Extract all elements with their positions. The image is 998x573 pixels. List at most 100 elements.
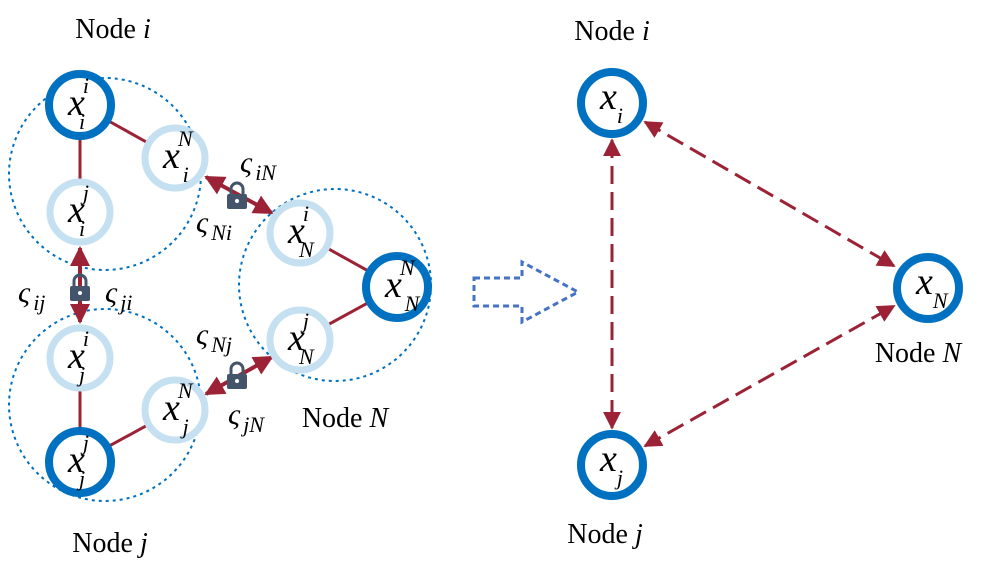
var-subscript: j bbox=[614, 465, 623, 490]
sigma-symbol: ς bbox=[18, 276, 31, 309]
var-base: x bbox=[162, 387, 180, 429]
sigma-symbol: ς bbox=[105, 276, 118, 309]
lock-shackle bbox=[229, 361, 245, 374]
node-circle-N bbox=[893, 253, 963, 323]
sigma-subscript: Ni bbox=[210, 220, 232, 245]
var-superscript: N bbox=[399, 255, 416, 280]
lock-keyhole bbox=[235, 379, 239, 383]
lock-icon bbox=[227, 361, 247, 389]
sigma-subscript: iN bbox=[255, 160, 277, 185]
hollow-dashed-right-arrow-icon bbox=[472, 259, 582, 325]
lock-keyhole bbox=[78, 291, 82, 295]
node-label-text: Node bbox=[875, 338, 943, 369]
node-label-var: N bbox=[941, 338, 962, 369]
var-base: x bbox=[162, 135, 180, 177]
node-label-var: j bbox=[632, 519, 643, 550]
var-superscript: i bbox=[83, 73, 89, 98]
node-label-var: N bbox=[368, 403, 389, 434]
lock-icon bbox=[70, 273, 90, 301]
node-label-text: Node bbox=[72, 528, 140, 559]
var-base: x bbox=[67, 439, 85, 481]
sigma-symbol: ς bbox=[196, 206, 209, 239]
var-subscript: i bbox=[183, 162, 189, 187]
sigma-symbol: ς bbox=[196, 318, 209, 351]
var-subscript: j bbox=[180, 414, 189, 439]
agent-circle-i-N bbox=[141, 124, 209, 192]
node-label-text: Node bbox=[574, 16, 642, 47]
agent-circle-N-N bbox=[362, 252, 432, 322]
agent-circle-N-i bbox=[266, 199, 334, 267]
var-subscript: j bbox=[76, 362, 85, 387]
var-base: x bbox=[599, 76, 617, 118]
var-subscript: i bbox=[617, 103, 623, 128]
var-base: x bbox=[287, 317, 305, 359]
agent-circle-i-j bbox=[46, 178, 114, 246]
var-base: x bbox=[67, 335, 85, 377]
sigma-subscript: Nj bbox=[210, 332, 232, 357]
var-superscript: j bbox=[80, 180, 89, 205]
var-superscript: j bbox=[300, 308, 309, 333]
var-superscript: i bbox=[83, 326, 89, 351]
node-circle-j bbox=[577, 430, 647, 500]
right-node-label-N: Node N bbox=[875, 338, 963, 369]
var-subscript: j bbox=[76, 466, 85, 491]
sigma-symbol: ς bbox=[228, 398, 241, 431]
var-superscript: N bbox=[177, 126, 194, 151]
node-label-var: j bbox=[137, 528, 148, 559]
lock-shackle bbox=[229, 181, 245, 194]
var-base: x bbox=[67, 82, 85, 124]
agent-circle-N-j bbox=[266, 306, 334, 374]
var-base: x bbox=[915, 261, 933, 303]
var-subscript: N bbox=[298, 344, 315, 369]
node-variable: xi bbox=[599, 76, 623, 128]
node-label-text: Node bbox=[567, 519, 635, 550]
var-subscript: i bbox=[79, 216, 85, 241]
var-superscript: i bbox=[303, 201, 309, 226]
agent-circle-j-i bbox=[46, 324, 114, 392]
sigma-subscript: jN bbox=[240, 412, 265, 437]
var-base: x bbox=[67, 189, 85, 231]
sigma-symbol: ς bbox=[240, 146, 253, 179]
var-superscript: j bbox=[80, 430, 89, 455]
node-circle-i bbox=[577, 68, 647, 138]
lock-keyhole bbox=[235, 199, 239, 203]
sigma-subscript: ij bbox=[33, 290, 45, 315]
node-label-var: i bbox=[642, 16, 650, 47]
node-label-i: Node i bbox=[75, 14, 150, 45]
sigma-subscript: ji bbox=[117, 290, 132, 315]
node-label-text: Node bbox=[75, 14, 143, 45]
lock-shackle bbox=[72, 273, 88, 286]
agent-circle-j-N bbox=[141, 376, 209, 444]
var-subscript: N bbox=[404, 291, 421, 316]
node-label-j: Node j bbox=[72, 528, 148, 559]
node-variable: xj bbox=[599, 438, 623, 490]
consensus-edge-i-N bbox=[643, 120, 896, 268]
agent-circle-j-j bbox=[45, 427, 115, 497]
node-label-var: i bbox=[143, 14, 151, 45]
node-label-text: Node bbox=[302, 403, 370, 434]
var-subscript: N bbox=[932, 288, 949, 313]
var-subscript: i bbox=[79, 109, 85, 134]
consensus-edge-j-N bbox=[643, 304, 896, 448]
right-node-label-j: Node j bbox=[567, 519, 643, 550]
var-base: x bbox=[384, 264, 402, 306]
var-base: x bbox=[287, 210, 305, 252]
var-subscript: N bbox=[298, 237, 315, 262]
var-base: x bbox=[599, 438, 617, 480]
var-superscript: N bbox=[177, 378, 194, 403]
